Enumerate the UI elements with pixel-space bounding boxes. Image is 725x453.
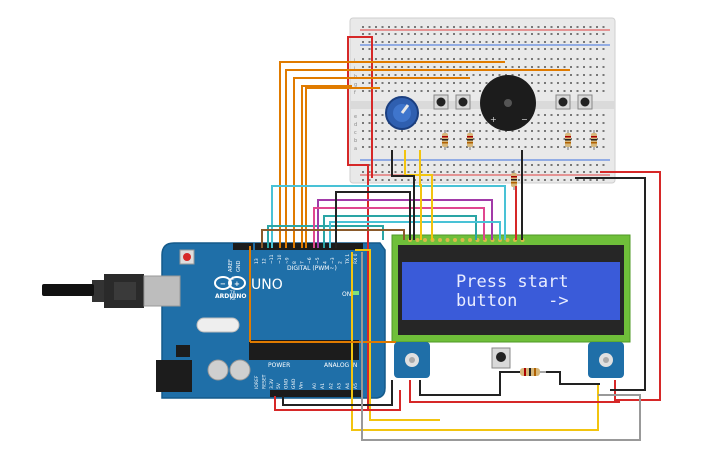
- pin-label: 13: [254, 258, 260, 264]
- push-button-icon[interactable]: [577, 94, 593, 110]
- on-label: ON: [342, 291, 351, 298]
- potentiometer-icon[interactable]: [385, 96, 419, 130]
- row-label-e: e: [354, 114, 357, 120]
- row-label-b: b: [354, 138, 357, 144]
- gnd-label: GND: [236, 260, 242, 272]
- wires: [249, 36, 661, 441]
- pin-label: RX 0: [353, 253, 359, 264]
- microcontroller-chip: [249, 340, 359, 360]
- pin-label: 5V: [276, 382, 282, 389]
- aref-label: AREF: [228, 259, 234, 272]
- svg-text:−: −: [521, 115, 528, 124]
- lcd-line-2: button ->: [456, 291, 569, 311]
- breadboard-resistors: [442, 130, 597, 190]
- pin-label: TX 1: [345, 254, 351, 265]
- power-header: [270, 390, 318, 397]
- pin-label: 2: [338, 261, 344, 264]
- power-jack: [156, 360, 192, 392]
- push-button-icon[interactable]: [433, 94, 449, 110]
- svg-text:+: +: [490, 115, 497, 124]
- row-label-a: a: [354, 146, 357, 152]
- row-label-f: f: [354, 90, 356, 96]
- svg-text:+: +: [234, 280, 240, 288]
- power-header-label: POWER: [268, 362, 290, 369]
- resistor-icon: [467, 130, 473, 150]
- pin-label: A1: [320, 383, 326, 389]
- pin-label: 7: [300, 261, 306, 264]
- resistor-icon: [591, 130, 597, 150]
- push-button-icon[interactable]: [555, 94, 571, 110]
- pin-label: A2: [328, 383, 334, 389]
- svg-text:−: −: [220, 280, 226, 288]
- analog-header-label: ANALOG IN: [324, 362, 357, 369]
- brand-label: ARDUINO: [215, 293, 246, 300]
- rx-label: RX: [230, 296, 236, 301]
- breadboard-row-labels-bottom: e d c b a: [354, 114, 357, 152]
- analog-header: [312, 390, 362, 397]
- pin-label: A3: [337, 383, 343, 389]
- push-button-icon[interactable]: [491, 347, 511, 369]
- pin-label: ~5: [315, 257, 321, 264]
- pin-label: GND: [291, 378, 297, 389]
- pin-label: A5: [353, 383, 359, 389]
- pin-label: ~3: [330, 257, 336, 264]
- pin-label: A4: [345, 383, 351, 389]
- pin-label: ~6: [307, 257, 313, 264]
- buzzer-icon[interactable]: + −: [480, 75, 536, 131]
- tx-label: TX: [229, 290, 235, 295]
- sensor-module-right[interactable]: [588, 342, 624, 378]
- arduino-logo-icon: − +: [214, 276, 246, 290]
- sensor-module-left[interactable]: [394, 342, 430, 378]
- lcd-screen: [402, 262, 620, 320]
- pin-label: A0: [312, 383, 318, 389]
- row-label-g: g: [354, 82, 357, 88]
- pin-label: 8: [292, 261, 298, 264]
- pin-label: 4: [322, 261, 328, 264]
- pin-label: Vin: [298, 382, 304, 389]
- model-label: UNO: [251, 277, 283, 293]
- lcd-module[interactable]: Press start button ->: [391, 234, 631, 343]
- pin-label: ~9: [284, 257, 290, 264]
- row-label-d: d: [354, 122, 357, 128]
- pin-label: RESET: [261, 374, 267, 389]
- digital-header: [255, 243, 363, 250]
- resistor-icon: [565, 130, 571, 150]
- pin-label: 3.3V: [269, 378, 275, 389]
- pin-label: IOREF: [254, 375, 260, 389]
- resistor-icon: [511, 170, 517, 190]
- pin-label: ~11: [269, 254, 275, 264]
- usb-connector-icon: [42, 274, 181, 308]
- resistor-icon: [442, 130, 448, 150]
- pin-label: ~10: [277, 254, 283, 264]
- digital-header-label: DIGITAL (PWM~): [287, 265, 337, 272]
- push-button-icon[interactable]: [455, 94, 471, 110]
- pin-label: GND: [284, 378, 290, 389]
- pin-label: 12: [262, 258, 268, 264]
- lcd-line-1: Press start: [456, 272, 569, 292]
- l-label: L: [232, 276, 235, 281]
- row-label-c: c: [354, 130, 357, 136]
